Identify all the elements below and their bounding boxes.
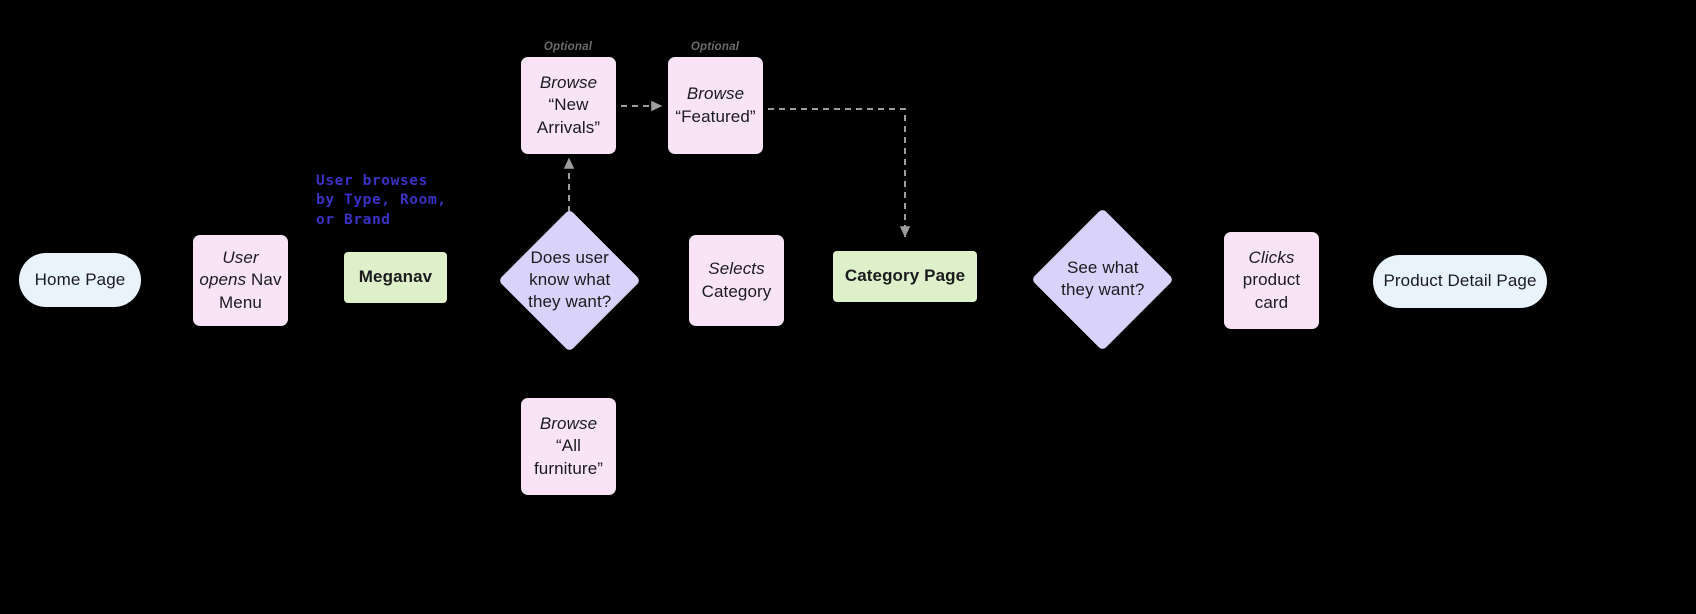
- node-user-opens-nav-menu-label: Nav Menu: [219, 270, 282, 312]
- node-browse-featured[interactable]: Browse “Featured”: [668, 57, 763, 154]
- node-browse-featured-emphasis: Browse: [686, 84, 745, 104]
- node-clicks-product-card-emphasis: Clicks: [1248, 248, 1295, 268]
- caption-optional-featured: Optional: [690, 41, 740, 53]
- caption-optional-new-arrivals: Optional: [543, 41, 593, 53]
- node-decision-does-user-know[interactable]: Does user know what they want?: [498, 209, 641, 352]
- node-browse-all-furniture[interactable]: Browse “All furniture”: [521, 398, 616, 495]
- node-meganav[interactable]: Meganav: [344, 252, 447, 303]
- node-browse-new-arrivals-emphasis: Browse: [539, 73, 598, 93]
- edge-featured-to-category-page: [768, 108, 911, 238]
- node-category-page[interactable]: Category Page: [833, 251, 977, 302]
- node-product-detail-page[interactable]: Product Detail Page: [1373, 255, 1547, 308]
- node-selects-category[interactable]: Selects Category: [689, 235, 784, 326]
- node-user-opens-nav-menu-emphasis: User opens: [199, 248, 259, 290]
- node-browse-new-arrivals-label: “New Arrivals”: [536, 95, 601, 137]
- node-clicks-product-card-label: product card: [1242, 270, 1301, 312]
- node-browse-new-arrivals[interactable]: Browse “New Arrivals”: [521, 57, 616, 154]
- node-meganav-label: Meganav: [358, 267, 433, 287]
- node-selects-category-label: Category: [701, 281, 772, 301]
- node-clicks-product-card[interactable]: Clicks product card: [1224, 232, 1319, 329]
- node-user-opens-nav-menu[interactable]: User opens Nav Menu: [193, 235, 288, 326]
- node-browse-all-furniture-label: “All furniture”: [533, 436, 604, 478]
- node-browse-featured-label: “Featured”: [675, 106, 756, 126]
- node-home-page-label: Home Page: [34, 269, 126, 289]
- annotation-browse-note: User browses by Type, Room, or Brand: [316, 173, 447, 228]
- node-product-detail-page-label: Product Detail Page: [1383, 271, 1537, 291]
- node-category-page-label: Category Page: [844, 266, 966, 286]
- node-decision-does-user-know-label: Does user know what they want?: [527, 248, 612, 312]
- node-browse-all-furniture-emphasis: Browse: [539, 414, 598, 434]
- node-home-page[interactable]: Home Page: [19, 253, 141, 307]
- node-decision-see-what-they-want[interactable]: See what they want?: [1031, 208, 1174, 351]
- node-decision-see-what-they-want-label: See what they want?: [1060, 258, 1145, 300]
- node-selects-category-emphasis: Selects: [708, 259, 765, 279]
